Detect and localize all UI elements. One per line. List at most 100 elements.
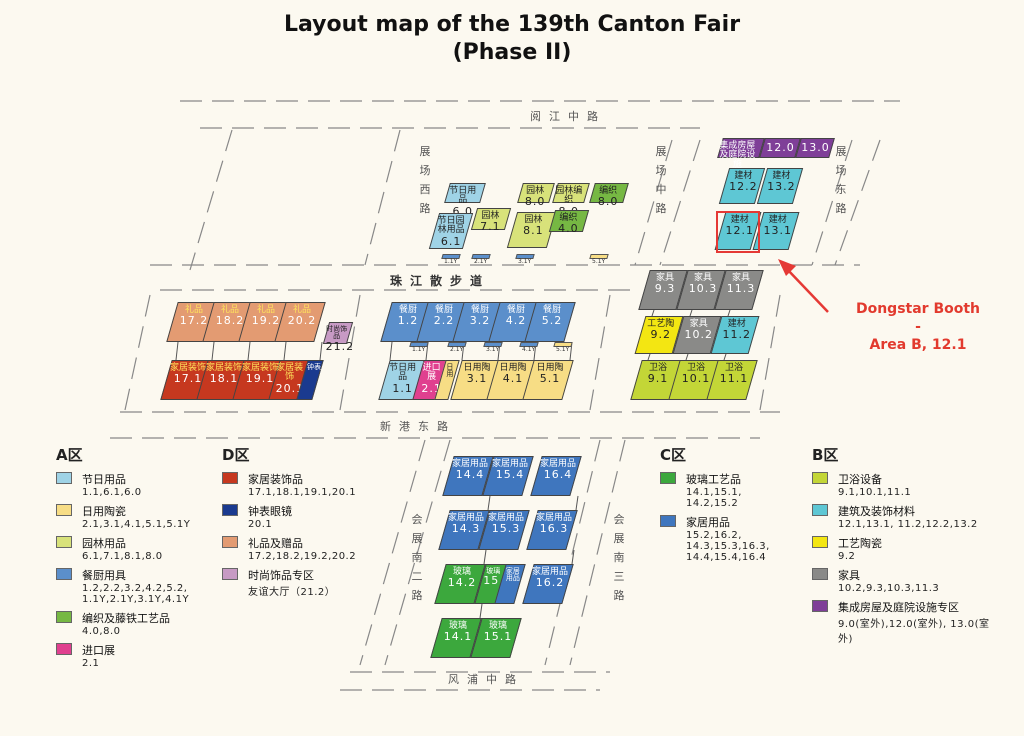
legend-swatch bbox=[56, 504, 72, 516]
hall-label: 钟表 bbox=[306, 363, 321, 371]
hall-label: 日用 bbox=[446, 363, 454, 379]
road-south-2: 会展南二路 bbox=[411, 513, 423, 602]
hall-number: 10.2 bbox=[684, 328, 713, 342]
hall-number: 9.3 bbox=[654, 282, 676, 296]
legend-swatch bbox=[56, 568, 72, 580]
hall-number: 12.2 bbox=[729, 180, 758, 194]
legend-name: 玻璃工艺品 bbox=[686, 473, 741, 486]
annex-tag: 5.1Y bbox=[592, 258, 606, 265]
legend-halls: 17.2,18.2,19.2,20.2 bbox=[248, 551, 357, 562]
legend-swatch bbox=[56, 643, 72, 655]
hall-label: 节日用品 bbox=[449, 186, 477, 206]
hall-number: 14.1 bbox=[443, 630, 473, 644]
hall-number: 11.1 bbox=[719, 372, 749, 386]
legend-swatch bbox=[660, 515, 676, 527]
legend-swatch bbox=[812, 472, 828, 484]
legend-halls: 15.2,16.2, 14.3,15.3,16.3, 14.4,15.4,16.… bbox=[686, 530, 770, 563]
road-south-3: 会展南三路 bbox=[613, 513, 625, 602]
dongstar-booth-highlight bbox=[716, 211, 760, 253]
legend-halls: 2.1,3.1,4.1,5.1,5.1Y bbox=[82, 519, 191, 530]
hall-number: 14.4 bbox=[455, 468, 485, 482]
legend-swatch bbox=[56, 472, 72, 484]
legend-halls: 1.2,2.2,3.2,4.2,5.2, 1.1Y,2.1Y,3.1Y,4.1Y bbox=[82, 583, 190, 605]
legend-b-heading: B区 bbox=[812, 446, 839, 464]
hall-number: 11.2 bbox=[722, 328, 751, 342]
hall-number: 3.1 bbox=[466, 372, 488, 386]
legend-name: 建筑及装饰材料 bbox=[838, 505, 915, 518]
hall-number: 8.0 bbox=[524, 195, 546, 209]
legend-halls: 14.1,15.1, 14.2,15.2 bbox=[686, 487, 742, 509]
legend-halls: 20.1 bbox=[248, 519, 273, 530]
legend-swatch bbox=[812, 536, 828, 548]
hall-number: 7.1 bbox=[480, 220, 501, 234]
hall-number: 20.2 bbox=[287, 314, 317, 328]
hall-number: 16.2 bbox=[535, 576, 565, 590]
legend-name: 卫浴设备 bbox=[838, 473, 882, 486]
legend-halls: 1.1,6.1,6.0 bbox=[82, 487, 142, 498]
hall-number: 14.3 bbox=[451, 522, 481, 536]
annex-tag: 5.1Y bbox=[556, 346, 570, 353]
hall-label: 节日用品 bbox=[389, 363, 417, 383]
legend-name: 家居用品 bbox=[686, 516, 730, 529]
legend-swatch bbox=[812, 504, 828, 516]
legend-a-heading: A区 bbox=[56, 446, 83, 464]
road-west: 展场西路 bbox=[419, 145, 431, 215]
legend-name: 工艺陶瓷 bbox=[838, 537, 882, 550]
hall-number: 8.1 bbox=[523, 224, 544, 238]
hall-number: 16.4 bbox=[543, 468, 573, 482]
legend-swatch bbox=[222, 504, 238, 516]
hall-number: 9.1 bbox=[647, 372, 669, 386]
booth-callout: Dongstar Booth - Area B, 12.1 bbox=[838, 300, 998, 354]
hall-label: 家居装饰 bbox=[276, 363, 304, 383]
legend-halls: 12.1,13.1, 11.2,12.2,13.2 bbox=[838, 519, 978, 530]
legend-name: 时尚饰品专区 bbox=[248, 569, 314, 582]
legend-name: 节日用品 bbox=[82, 473, 126, 486]
annex-tag: 4.1Y bbox=[522, 346, 536, 353]
legend-swatch bbox=[56, 611, 72, 623]
legend-name: 日用陶瓷 bbox=[82, 505, 126, 518]
hall-h-9-0: 集成房屋及庭院设施9.0 bbox=[717, 138, 765, 182]
legend-name: 进口展 bbox=[82, 644, 115, 657]
hall-number: 8.0 bbox=[597, 195, 619, 209]
road-top: 阅江中路 bbox=[530, 110, 606, 123]
legend-name: 家具 bbox=[838, 569, 860, 582]
legend-halls: 6.1,7.1,8.1,8.0 bbox=[82, 551, 163, 562]
map-subtitle: (Phase II) bbox=[452, 40, 572, 65]
road-bottom-main: 新港东路 bbox=[380, 420, 456, 433]
hall-label: 家居用品 bbox=[505, 567, 520, 583]
annex-tag: 1.1Y bbox=[412, 346, 426, 353]
legend-name: 礼品及赠品 bbox=[248, 537, 303, 550]
hall-number: 4.1 bbox=[502, 372, 524, 386]
callout-line-3: Area B, 12.1 bbox=[869, 337, 967, 353]
legend-halls: 10.2,9.3,10.3,11.3 bbox=[838, 583, 940, 594]
legend-halls: 17.1,18.1,19.1,20.1 bbox=[248, 487, 357, 498]
hall-number: 15.3 bbox=[491, 522, 521, 536]
hall-number: 14.2 bbox=[447, 576, 477, 590]
legend-name: 集成房屋及庭院设施专区 bbox=[838, 601, 959, 614]
hall-h-13-0: 13.0 bbox=[795, 138, 835, 158]
annex-tag: 1.1Y bbox=[444, 258, 458, 265]
legend-swatch bbox=[56, 536, 72, 548]
hall-number: 15.1 bbox=[483, 630, 513, 644]
